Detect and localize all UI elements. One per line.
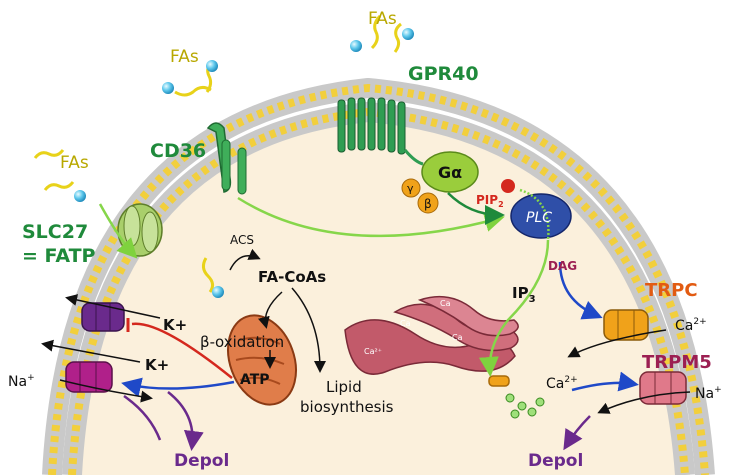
label-gpr40: GPR40: [408, 63, 479, 85]
label-er-ca2: Ca: [440, 299, 451, 308]
mitochondrion: [227, 314, 297, 406]
label-lipid: Lipid: [326, 378, 362, 396]
label-fatp: = FATP: [22, 245, 96, 267]
trpc-channel: [603, 309, 649, 341]
label-pip2: PIP2: [476, 193, 504, 209]
label-atp: ATP: [240, 372, 270, 388]
label-er-ca1: Ca: [400, 319, 411, 328]
label-er-ca4: Ca²⁺: [364, 347, 382, 356]
label-trpc: TRPC: [645, 280, 698, 301]
k-channel: [81, 302, 125, 332]
label-dag: DAG: [548, 259, 577, 273]
g-protein: [401, 151, 479, 214]
label-gamma: γ: [407, 182, 414, 195]
label-er-ca3: Ca: [452, 333, 463, 342]
cd36-transporter: [206, 122, 247, 195]
label-ca-trpc: Ca2+: [675, 317, 707, 334]
label-na-trpm5: Na+: [695, 385, 722, 402]
label-depol-right: Depol: [528, 451, 583, 471]
pathway-arrows: [41, 188, 691, 451]
label-trpm5: TRPM5: [642, 352, 712, 373]
label-biosynthesis: biosynthesis: [300, 398, 394, 416]
label-beta-oxidation: β-oxidation: [200, 333, 284, 351]
na-channel: [65, 361, 113, 393]
label-fas-left: FAs: [170, 47, 199, 67]
calcium-dots: [505, 393, 545, 419]
trpm5-channel: [639, 371, 687, 405]
label-acs: ACS: [230, 233, 254, 247]
label-cd36: CD36: [150, 140, 206, 162]
label-g-alpha: Gα: [438, 163, 462, 182]
gpr40-receptor: [337, 97, 424, 166]
label-k2: K+: [145, 356, 169, 374]
label-slc27: SLC27: [22, 221, 88, 243]
label-fas-top: FAs: [368, 9, 397, 29]
label-depol-left: Depol: [174, 451, 229, 471]
label-plc: PLC: [526, 210, 552, 226]
endoplasmic-reticulum: [344, 295, 519, 387]
label-na-left: Na+: [8, 373, 35, 390]
label-ip3: IP3: [512, 284, 536, 305]
slc27-transporter: [117, 203, 163, 257]
label-fas-side: FAs: [60, 153, 89, 173]
label-fa-coas: FA-CoAs: [258, 268, 326, 286]
plc-enzyme: [501, 179, 572, 239]
label-k1: K+: [163, 316, 187, 334]
label-ca-er: Ca2+: [546, 375, 578, 392]
label-beta: β: [424, 197, 432, 211]
